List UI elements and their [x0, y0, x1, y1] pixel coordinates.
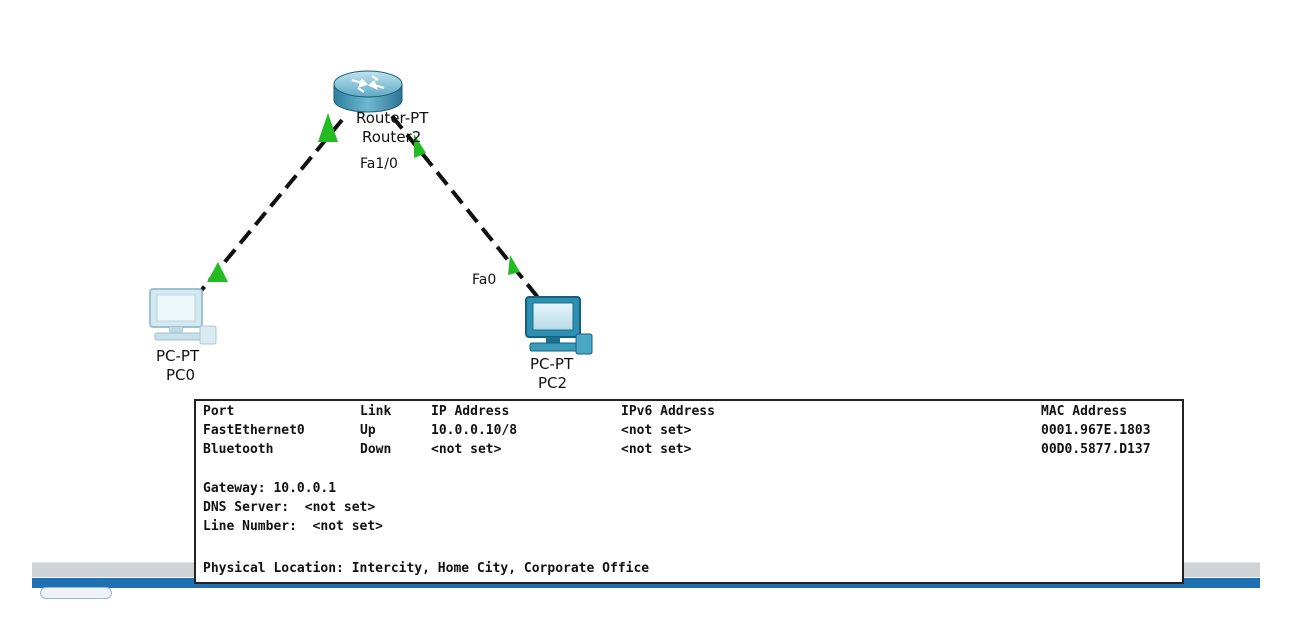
row-mac: 0001.967E.1803 — [1041, 423, 1151, 438]
dns-server-line: DNS Server: <not set> — [203, 500, 376, 515]
header-ipv6: IPv6 Address — [621, 404, 715, 419]
row-ipv6: <not set> — [621, 442, 692, 457]
row-ipv6: <not set> — [621, 423, 692, 438]
row-port: Bluetooth — [203, 442, 274, 457]
row-ip: <not set> — [431, 442, 502, 457]
router-port-label: Fa1/0 — [360, 156, 398, 172]
row-link: Up — [360, 423, 376, 438]
row-port: FastEthernet0 — [203, 423, 305, 438]
link-up-indicator — [414, 134, 426, 158]
router-name-label[interactable]: Router2 — [362, 128, 422, 146]
scroll-thumb[interactable] — [40, 587, 112, 599]
row-ip: 10.0.0.10/8 — [431, 423, 518, 438]
link-up-indicator — [508, 255, 520, 275]
row-mac: 00D0.5877.D137 — [1041, 442, 1151, 457]
row-link: Down — [360, 442, 392, 457]
pc0-computer-icon[interactable] — [149, 288, 217, 345]
gateway-line: Gateway: 10.0.0.1 — [203, 481, 337, 496]
pc2-model-label: PC-PT — [530, 355, 574, 373]
device-info-tooltip: Port Link IP Address IPv6 Address MAC Ad… — [194, 399, 1184, 584]
cable-router-pc0[interactable] — [198, 118, 344, 294]
header-mac: MAC Address — [1041, 404, 1128, 419]
line-number-line: Line Number: <not set> — [203, 519, 384, 534]
header-ip: IP Address — [431, 404, 510, 419]
header-link: Link — [360, 404, 392, 419]
pc2-name-label[interactable]: PC2 — [538, 374, 568, 392]
physical-location-line: Physical Location: Intercity, Home City,… — [203, 561, 650, 576]
router-model-label: Router-PT — [356, 109, 429, 127]
header-port: Port — [203, 404, 235, 419]
router-icon[interactable] — [333, 70, 403, 113]
pc0-model-label: PC-PT — [156, 347, 200, 365]
pc2-computer-icon[interactable] — [525, 296, 593, 355]
pc0-name-label[interactable]: PC0 — [166, 366, 196, 384]
link-up-indicator — [207, 262, 228, 282]
link-up-indicator — [318, 113, 338, 142]
pc2-port-label: Fa0 — [472, 272, 497, 288]
